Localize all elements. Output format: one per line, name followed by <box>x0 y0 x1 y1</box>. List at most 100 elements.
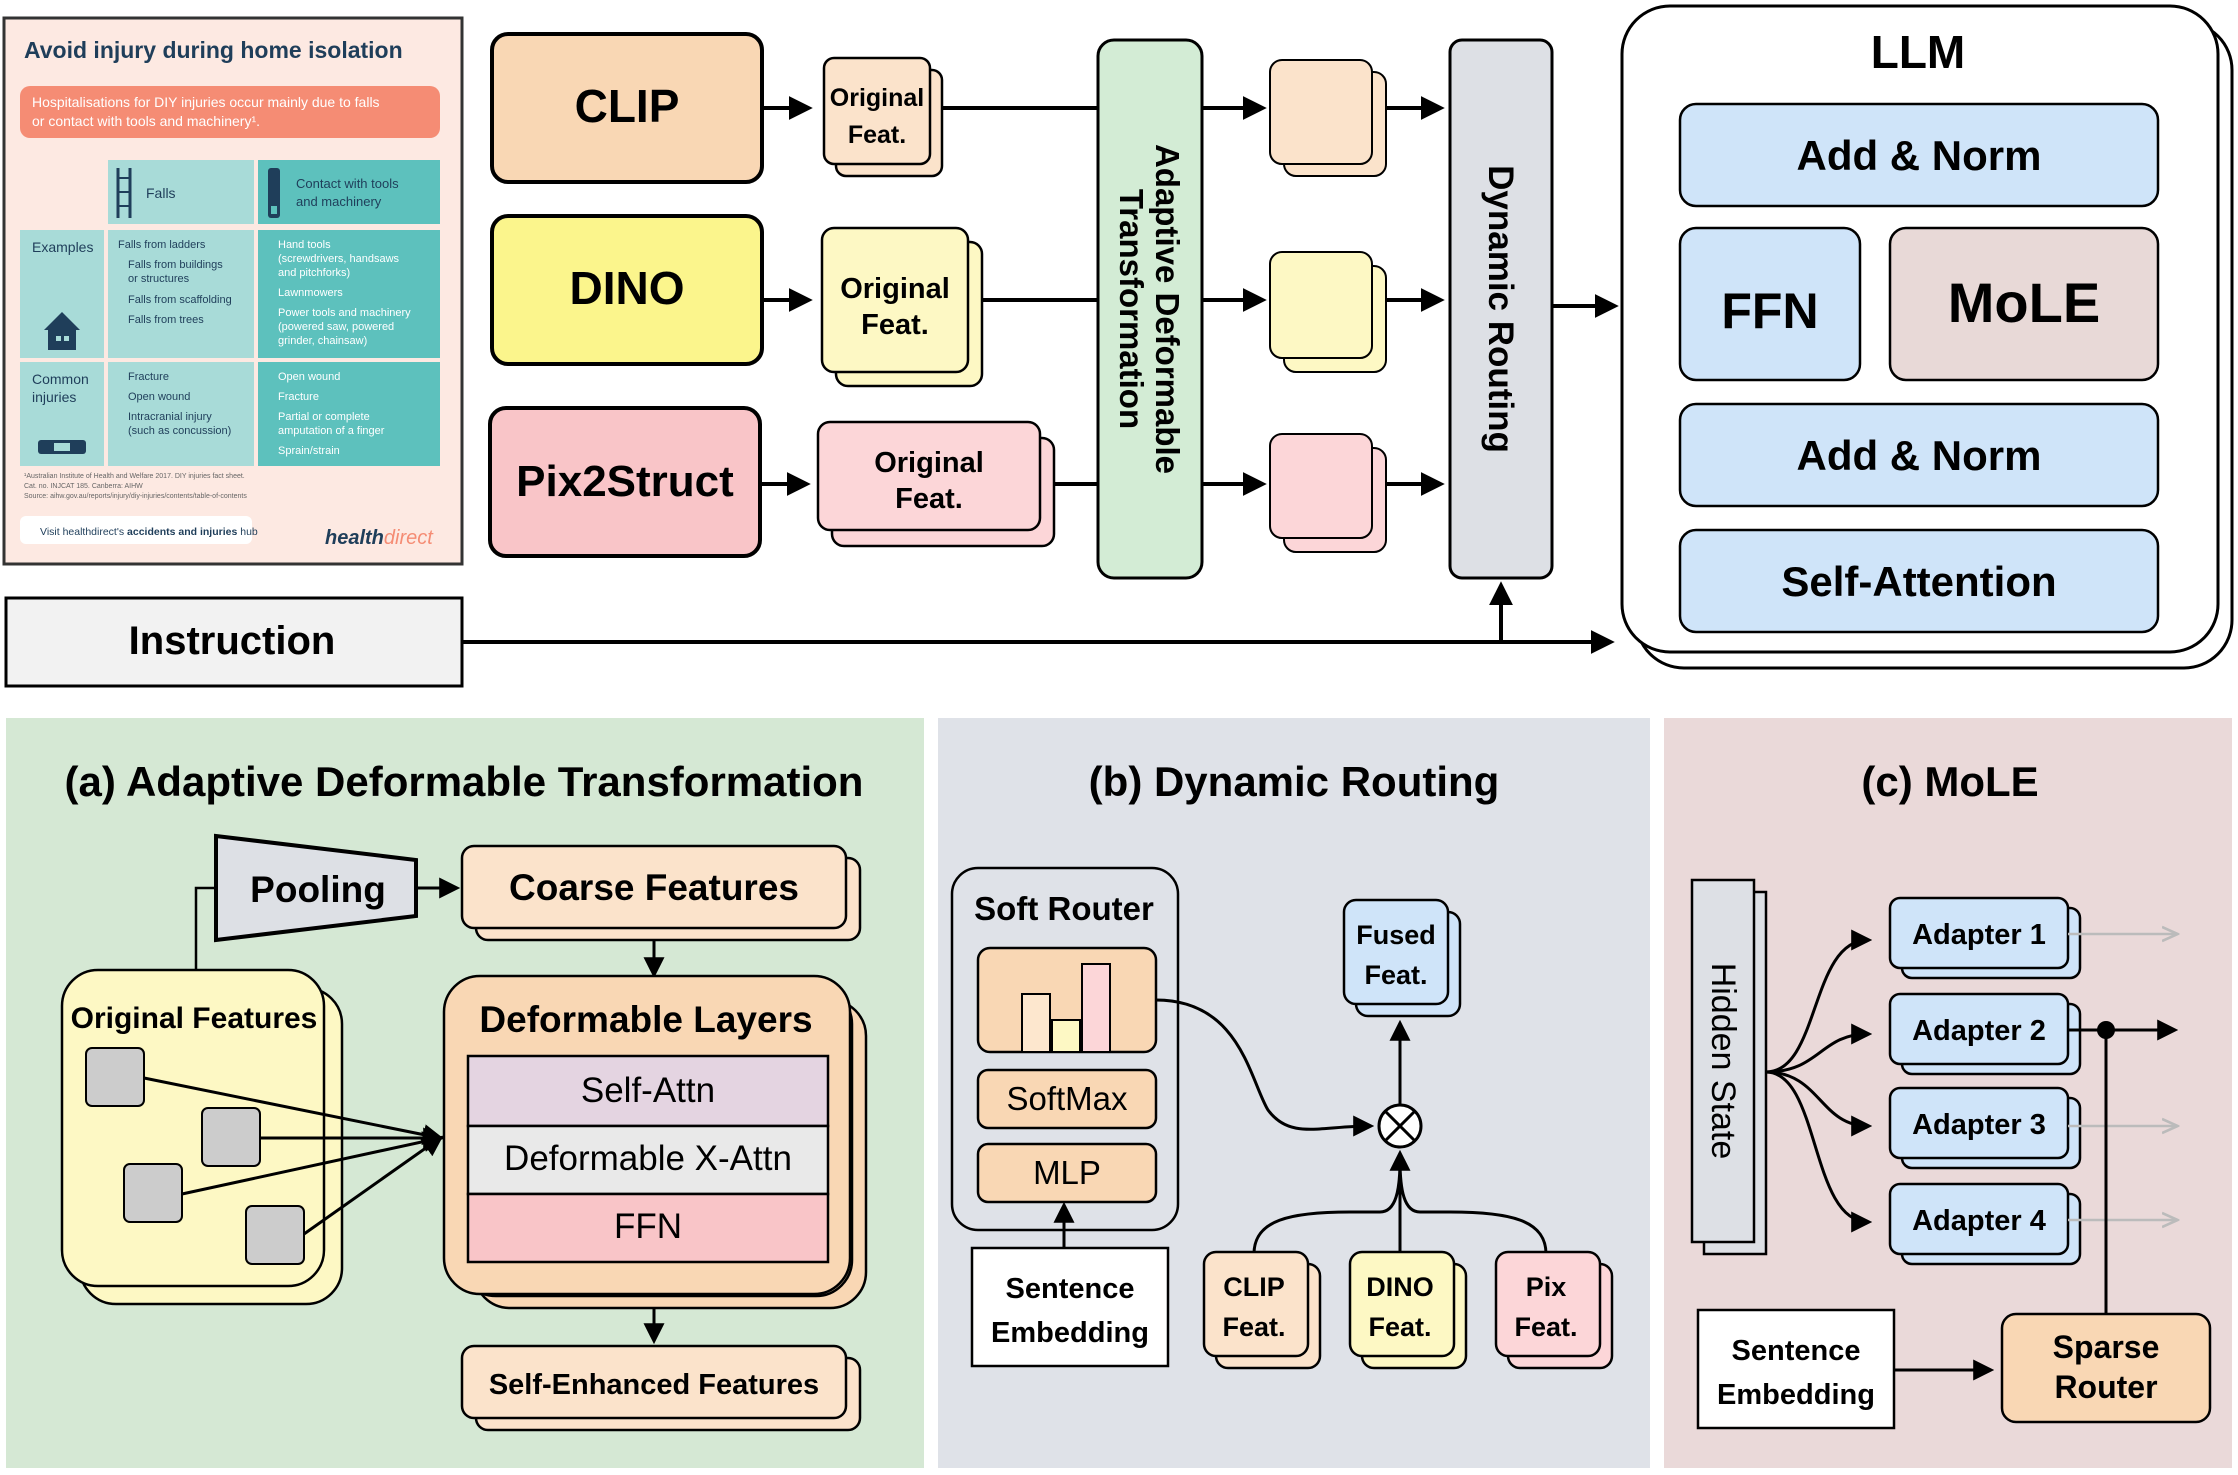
pooling-label: Pooling <box>250 869 386 910</box>
row-examples: Examples <box>32 239 93 255</box>
softmax-label: SoftMax <box>1006 1080 1128 1117</box>
llm-self-attention-label: Self-Attention <box>1781 558 2056 605</box>
adapter-4: Adapter 4 <box>1888 1182 2082 1266</box>
pix-feat-line1: Original <box>874 447 984 479</box>
col-tools-line2: and machinery <box>296 194 382 209</box>
deformable-layers: Deformable Layers Self-Attn Deformable X… <box>442 974 868 1310</box>
col-falls: Falls <box>146 185 176 201</box>
llm-add-norm-bottom-label: Add & Norm <box>1797 432 2042 479</box>
self-attn-label: Self-Attn <box>581 1071 715 1110</box>
self-enhanced-features: Self-Enhanced Features <box>460 1344 862 1432</box>
pooling-block: Pooling <box>214 833 418 943</box>
pix-original-feat: Original Feat. <box>816 420 1056 548</box>
brand-logo: healthdirect <box>325 527 434 549</box>
llm-mole <box>1888 226 2160 382</box>
llm-add-norm-bottom <box>1678 402 2160 508</box>
sentence-embedding-b: Sentence Embedding <box>970 1246 1170 1368</box>
adapter-2-label: Adapter 2 <box>1912 1015 2046 1047</box>
footnote-line2: Cat. no. INJCAT 185. Canberra: AIHW <box>24 483 143 490</box>
dino-feat-line2: Feat. <box>861 309 929 341</box>
panel-b-title: (b) Dynamic Routing <box>1089 758 1500 805</box>
hidden-state-label: Hidden State <box>1704 963 1742 1160</box>
llm-self-attention <box>1678 528 2160 634</box>
adt-label-line1: Adaptive Deformable <box>1149 144 1186 474</box>
panel-c: (c) MoLE Hidden State Adapter 1 Adapter … <box>1664 718 2232 1468</box>
infographic-banner-line2: or contact with tools and machinery¹. <box>32 113 260 129</box>
self-enhanced-label: Self-Enhanced Features <box>489 1369 819 1401</box>
weight-bar-clip <box>1021 993 1051 1053</box>
sentence-b-line1: Sentence <box>1006 1273 1135 1305</box>
sentence-embedding-c: Sentence Embedding <box>1696 1308 1896 1430</box>
chainsaw-icon <box>268 168 280 218</box>
weight-bar-pix <box>1081 963 1111 1053</box>
self-attn-layer <box>466 1054 830 1128</box>
source-line: Source: aihw.gov.au/reports/injury/diy-i… <box>24 493 247 500</box>
panel-b: (b) Dynamic Routing Soft Router SoftMax … <box>938 718 1650 1468</box>
dino-b-line1: DINO <box>1366 1272 1434 1302</box>
mlp-label: MLP <box>1033 1154 1101 1191</box>
feature-patch <box>245 1205 305 1265</box>
llm-ffn-label: FFN <box>1721 283 1818 339</box>
panel-a-title: (a) Adaptive Deformable Transformation <box>65 758 864 805</box>
encoder-pix2struct-label: Pix2Struct <box>516 457 734 506</box>
clip-b-line1: CLIP <box>1223 1272 1285 1302</box>
bandage-icon <box>38 440 86 454</box>
panel-a: (a) Adaptive Deformable Transformation P… <box>6 718 924 1468</box>
fused-line2: Feat. <box>1364 960 1427 990</box>
adaptive-deformable-transformation-block: Adaptive Deformable Transformation <box>1096 38 1204 580</box>
fused-feat: Fused Feat. <box>1342 898 1462 1018</box>
falls-injuries: Fracture Open wound Intracranial injury … <box>128 371 231 437</box>
dino-b-line2: Feat. <box>1368 1312 1431 1342</box>
ffn-layer-label: FFN <box>614 1207 682 1246</box>
clip-feat-line2: Feat. <box>848 121 906 149</box>
llm-add-norm-top-label: Add & Norm <box>1797 132 2042 179</box>
adapter-2: Adapter 2 <box>1888 992 2082 1076</box>
adapted-clip-feat <box>1269 59 1387 177</box>
multiply-icon <box>1377 1103 1423 1149</box>
clip-feat-b: CLIP Feat. <box>1202 1250 1322 1370</box>
adapter-3: Adapter 3 <box>1888 1086 2082 1170</box>
adapter-1: Adapter 1 <box>1888 896 2082 980</box>
adapted-pix-feat <box>1269 433 1387 553</box>
original-features-label: Original Features <box>71 1002 318 1035</box>
dino-original-feat: Original Feat. <box>820 226 984 388</box>
sentence-c-line2: Embedding <box>1717 1379 1875 1411</box>
visit-text: Visit healthdirect's accidents and injur… <box>40 526 258 538</box>
encoder-clip: CLIP <box>490 32 764 184</box>
feature-patch <box>201 1107 261 1167</box>
softmax-block <box>976 1068 1158 1130</box>
soft-router: Soft Router SoftMax MLP <box>950 866 1180 1232</box>
sparse-router: Sparse Router <box>2000 1312 2212 1424</box>
pix-feat-b: Pix Feat. <box>1494 1250 1614 1370</box>
tools-injuries: Open wound Fracture Partial or complete … <box>278 371 387 457</box>
ffn-layer <box>466 1192 830 1264</box>
instruction-box: Instruction <box>4 596 464 688</box>
panel-c-title: (c) MoLE <box>1861 758 2038 805</box>
dynamic-routing-block: Dynamic Routing <box>1448 38 1554 580</box>
visit-banner <box>20 516 252 544</box>
infographic-title: Avoid injury during home isolation <box>24 37 403 63</box>
clip-feat-line1: Original <box>830 84 924 112</box>
infographic-banner <box>20 86 440 138</box>
coarse-label: Coarse Features <box>509 867 799 908</box>
tools-examples: Hand tools (screwdrivers, handsaws and p… <box>278 239 414 347</box>
routing-label: Dynamic Routing <box>1481 165 1520 453</box>
deform-xattn-label: Deformable X-Attn <box>504 1139 792 1178</box>
router-line2: Router <box>2054 1369 2157 1405</box>
llm-title: LLM <box>1871 26 1966 78</box>
feature-patch <box>123 1163 183 1223</box>
row-common-line1: Common <box>32 371 89 387</box>
sentence-b-line2: Embedding <box>991 1317 1149 1349</box>
coarse-features: Coarse Features <box>460 844 862 942</box>
row-common-line2: injuries <box>32 389 76 405</box>
encoder-pix2struct: Pix2Struct <box>488 406 762 558</box>
ladder-icon <box>116 168 132 218</box>
encoder-clip-label: CLIP <box>575 80 680 132</box>
instruction-label: Instruction <box>129 619 336 663</box>
footnote-line1: ¹Australian Institute of Health and Welf… <box>24 473 245 480</box>
weight-bar-dino <box>1051 1019 1081 1053</box>
soft-router-label: Soft Router <box>974 890 1154 927</box>
dino-feat-line1: Original <box>840 273 950 305</box>
sentence-c-line1: Sentence <box>1732 1335 1861 1367</box>
